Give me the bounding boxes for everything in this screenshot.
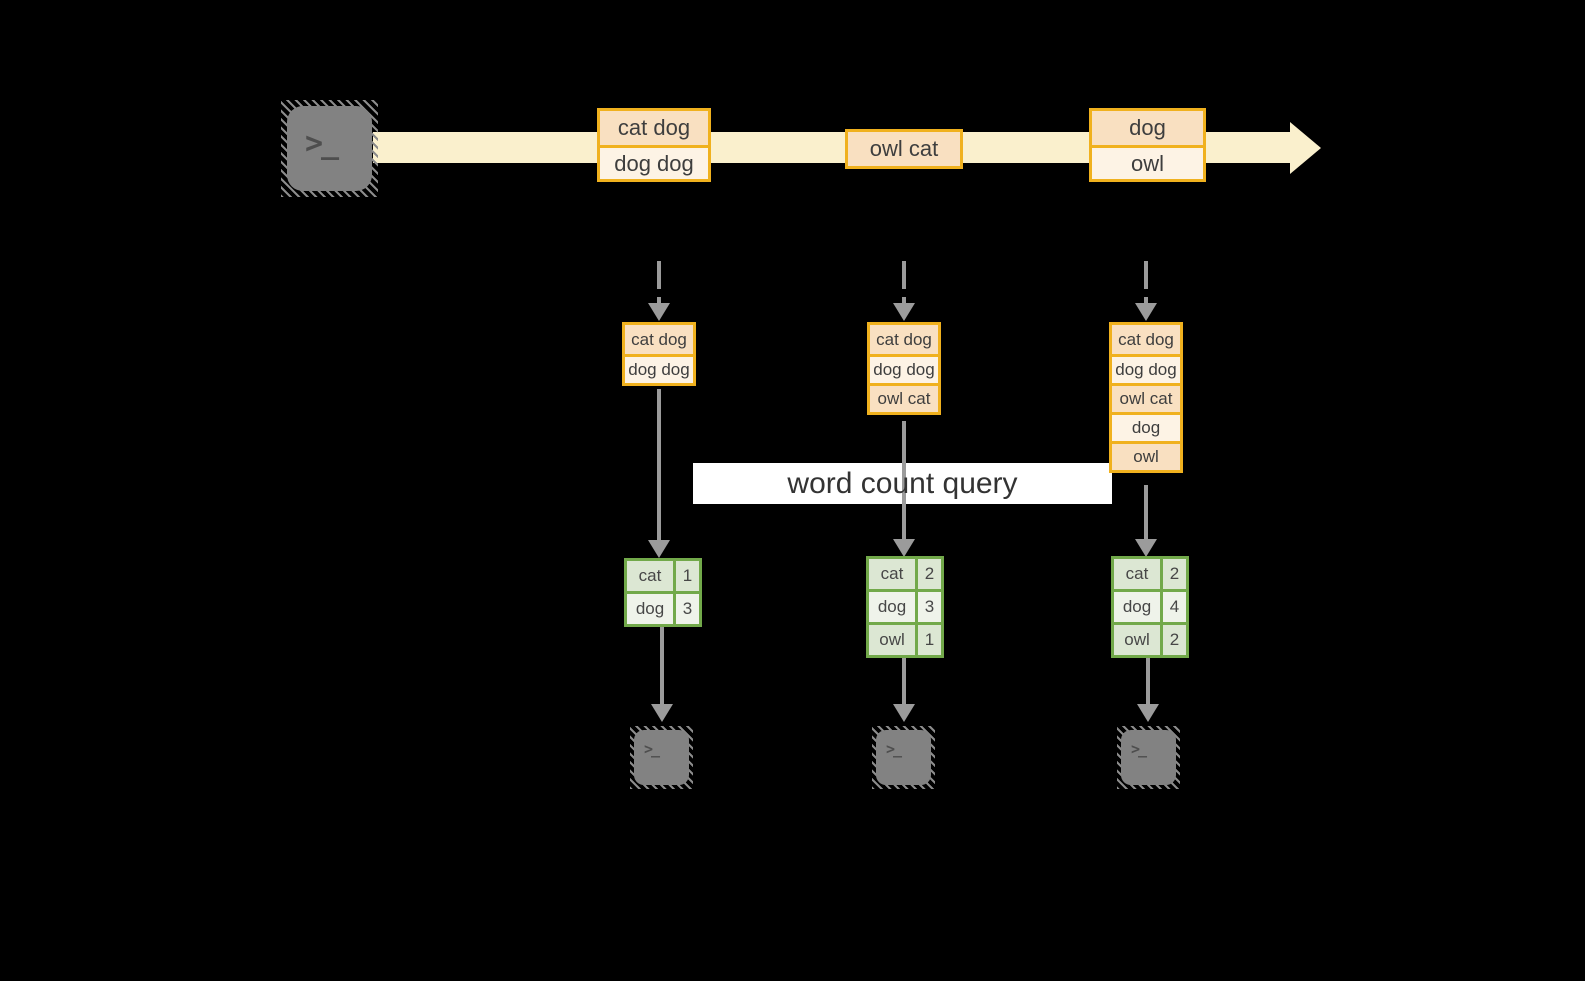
word-cell: owl [869, 625, 915, 655]
count-row: dog 4 [1114, 589, 1186, 622]
batch-item: dog [1092, 111, 1203, 145]
count-row: dog 3 [627, 591, 699, 624]
count-table-1: cat 1 dog 3 [624, 558, 702, 627]
output-arrow-head [1137, 704, 1159, 722]
terminal-screen: >_ [1121, 730, 1176, 785]
state-item: owl cat [1112, 383, 1180, 412]
word-cell: dog [627, 594, 673, 624]
word-cell: cat [869, 559, 915, 589]
batch-box-3: dog owl [1089, 108, 1206, 182]
batch-item: cat dog [600, 111, 708, 145]
query-arrow-head [648, 540, 670, 558]
query-arrow-head [1135, 539, 1157, 557]
count-row: cat 2 [1114, 559, 1186, 589]
sink-terminal-icon: >_ [1117, 726, 1180, 789]
terminal-screen: >_ [634, 730, 689, 785]
terminal-screen: >_ [287, 106, 372, 191]
state-item: dog dog [870, 354, 938, 383]
count-row: cat 1 [627, 561, 699, 591]
batch-item: dog dog [600, 145, 708, 179]
state-item: cat dog [625, 325, 693, 354]
count-cell: 2 [1160, 625, 1186, 655]
batch-item: owl [1092, 145, 1203, 179]
state-item: cat dog [1112, 325, 1180, 354]
word-cell: cat [627, 561, 673, 591]
dashed-arrow-shaft [902, 261, 906, 306]
state-item: dog dog [1112, 354, 1180, 383]
terminal-prompt-icon: >_ [644, 740, 660, 758]
dashed-arrow-shaft [1144, 261, 1148, 306]
dashed-arrow-head [893, 303, 915, 321]
sink-terminal-icon: >_ [872, 726, 935, 789]
count-table-3: cat 2 dog 4 owl 2 [1111, 556, 1189, 658]
count-cell: 1 [915, 625, 941, 655]
state-item: dog dog [625, 354, 693, 383]
state-item: cat dog [870, 325, 938, 354]
word-cell: dog [869, 592, 915, 622]
state-box-1: cat dog dog dog [622, 322, 696, 386]
count-row: owl 2 [1114, 622, 1186, 655]
batch-box-2: owl cat [845, 129, 963, 169]
state-item: dog [1112, 412, 1180, 441]
word-cell: owl [1114, 625, 1160, 655]
count-cell: 1 [673, 561, 699, 591]
dashed-arrow-head [648, 303, 670, 321]
state-item: owl [1112, 441, 1180, 470]
count-cell: 3 [915, 592, 941, 622]
query-label: word count query [787, 466, 1018, 500]
dashed-arrow-head [1135, 303, 1157, 321]
count-row: owl 1 [869, 622, 941, 655]
terminal-prompt-icon: >_ [305, 126, 339, 161]
state-box-3: cat dog dog dog owl cat dog owl [1109, 322, 1183, 473]
query-arrow-shaft [902, 421, 906, 540]
query-arrow-head [893, 539, 915, 557]
sink-terminal-icon: >_ [630, 726, 693, 789]
terminal-screen: >_ [876, 730, 931, 785]
batch-box-1: cat dog dog dog [597, 108, 711, 182]
count-cell: 3 [673, 594, 699, 624]
output-arrow-shaft [660, 627, 664, 705]
dashed-arrow-shaft [657, 261, 661, 306]
query-arrow-shaft [657, 389, 661, 541]
count-table-2: cat 2 dog 3 owl 1 [866, 556, 944, 658]
state-box-2: cat dog dog dog owl cat [867, 322, 941, 415]
word-cell: dog [1114, 592, 1160, 622]
source-terminal-icon: >_ [281, 100, 378, 197]
state-item: owl cat [870, 383, 938, 412]
query-arrow-shaft [1144, 485, 1148, 540]
output-arrow-head [893, 704, 915, 722]
output-arrow-head [651, 704, 673, 722]
terminal-prompt-icon: >_ [1131, 740, 1147, 758]
count-cell: 4 [1160, 592, 1186, 622]
batch-item: owl cat [848, 132, 960, 166]
count-cell: 2 [915, 559, 941, 589]
count-cell: 2 [1160, 559, 1186, 589]
count-row: cat 2 [869, 559, 941, 589]
stream-arrow-head [1290, 122, 1321, 174]
word-cell: cat [1114, 559, 1160, 589]
count-row: dog 3 [869, 589, 941, 622]
terminal-prompt-icon: >_ [886, 740, 902, 758]
output-arrow-shaft [902, 658, 906, 705]
output-arrow-shaft [1146, 658, 1150, 705]
